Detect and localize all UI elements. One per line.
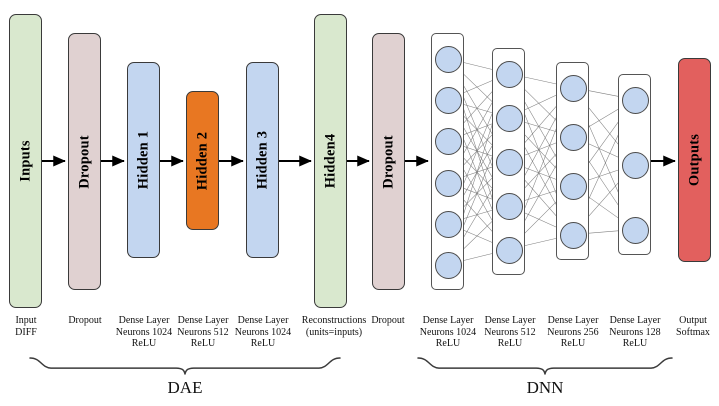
- caption-line: ReLU: [560, 338, 586, 350]
- layer-box-dnn-layer-2: [492, 48, 525, 275]
- layer-label-hidden-1: Hidden 1: [135, 130, 151, 190]
- neuron: [435, 87, 462, 115]
- caption-line: ReLU: [497, 338, 523, 350]
- caption-line: Neurons 1024: [419, 326, 477, 338]
- caption-line: Dense Layer: [118, 315, 170, 326]
- layer-box-hidden-1: Hidden 1: [127, 62, 160, 258]
- caption-line: Neurons 512: [177, 326, 229, 338]
- caption-line: Dropout: [371, 315, 405, 326]
- neuron: [560, 173, 587, 200]
- caption-line: Dropout: [68, 315, 102, 326]
- group-label-dnn: DNN: [526, 378, 564, 397]
- caption-line: Dense Layer: [484, 315, 536, 326]
- neuron: [435, 128, 462, 156]
- caption-line: (units=inputs): [305, 326, 363, 338]
- caption-line: DIFF: [15, 326, 37, 338]
- caption-line: Dense Layer: [609, 315, 661, 326]
- neuron: [560, 75, 587, 102]
- caption-line: Neurons 256: [547, 326, 599, 338]
- layer-box-outputs: Outputs: [678, 58, 711, 262]
- layer-box-dnn-layer-1: [431, 33, 464, 290]
- layer-label-inputs: Inputs: [17, 140, 33, 182]
- brace-group: [29, 357, 673, 375]
- neuron: [496, 105, 523, 132]
- layer-box-hidden-2: Hidden 2: [186, 91, 219, 230]
- layer-box-dnn-layer-3: [556, 62, 589, 260]
- layer-box-dnn-layer-4: [618, 74, 651, 255]
- layer-label-hidden-3: Hidden 3: [254, 130, 270, 190]
- brace-dnn: [417, 357, 673, 375]
- connection-edges: [451, 61, 630, 262]
- layer-box-hidden-4: Hidden4: [314, 14, 347, 308]
- neuron: [560, 124, 587, 151]
- layer-box-inputs: Inputs: [9, 14, 42, 308]
- layer-label-dropout-1: Dropout: [76, 134, 92, 189]
- neuron: [560, 222, 587, 249]
- layer-label-hidden-4: Hidden4: [322, 133, 338, 189]
- brace-dae: [29, 357, 341, 375]
- neuron: [622, 87, 649, 114]
- neuron: [435, 169, 462, 197]
- layer-box-hidden-3: Hidden 3: [246, 62, 279, 258]
- caption-line: ReLU: [435, 338, 461, 350]
- neuron: [622, 217, 649, 244]
- caption-line: Dense Layer: [422, 315, 474, 326]
- neuron: [496, 193, 523, 220]
- caption-line: Dense Layer: [237, 315, 289, 326]
- layer-box-dropout-1: Dropout: [68, 33, 101, 290]
- neuron: [622, 152, 649, 179]
- neuron: [435, 210, 462, 238]
- layer-label-dropout-2: Dropout: [380, 134, 396, 189]
- caption-dropout-1: Dropout: [62, 315, 108, 327]
- caption-line: Dense Layer: [177, 315, 229, 326]
- caption-line: Neurons 512: [484, 326, 536, 338]
- caption-line: Reconstructions: [301, 315, 367, 326]
- caption-line: Output: [679, 315, 707, 326]
- neuron: [435, 46, 462, 73]
- caption-line: Dense Layer: [547, 315, 599, 326]
- caption-line: Neurons 1024: [115, 326, 173, 338]
- group-label-dae: DAE: [167, 378, 203, 397]
- neuron: [496, 61, 523, 88]
- caption-line: Neurons 128: [609, 326, 661, 338]
- neuron: [496, 237, 523, 264]
- caption-line: ReLU: [190, 338, 216, 350]
- layer-box-dropout-2: Dropout: [372, 33, 405, 290]
- caption-line: Neurons 1024: [234, 326, 292, 338]
- caption-line: Input: [15, 315, 37, 326]
- caption-line: ReLU: [250, 338, 276, 350]
- layer-label-outputs: Outputs: [686, 133, 702, 187]
- caption-line: ReLU: [131, 338, 157, 350]
- caption-dropout-2: Dropout: [365, 315, 411, 327]
- caption-hidden-4: Reconstructions(units=inputs): [299, 315, 369, 338]
- caption-line: ReLU: [622, 338, 648, 350]
- neuron: [435, 252, 462, 279]
- neuron: [496, 149, 523, 176]
- layer-label-hidden-2: Hidden 2: [194, 131, 210, 190]
- caption-line: Softmax: [676, 326, 710, 338]
